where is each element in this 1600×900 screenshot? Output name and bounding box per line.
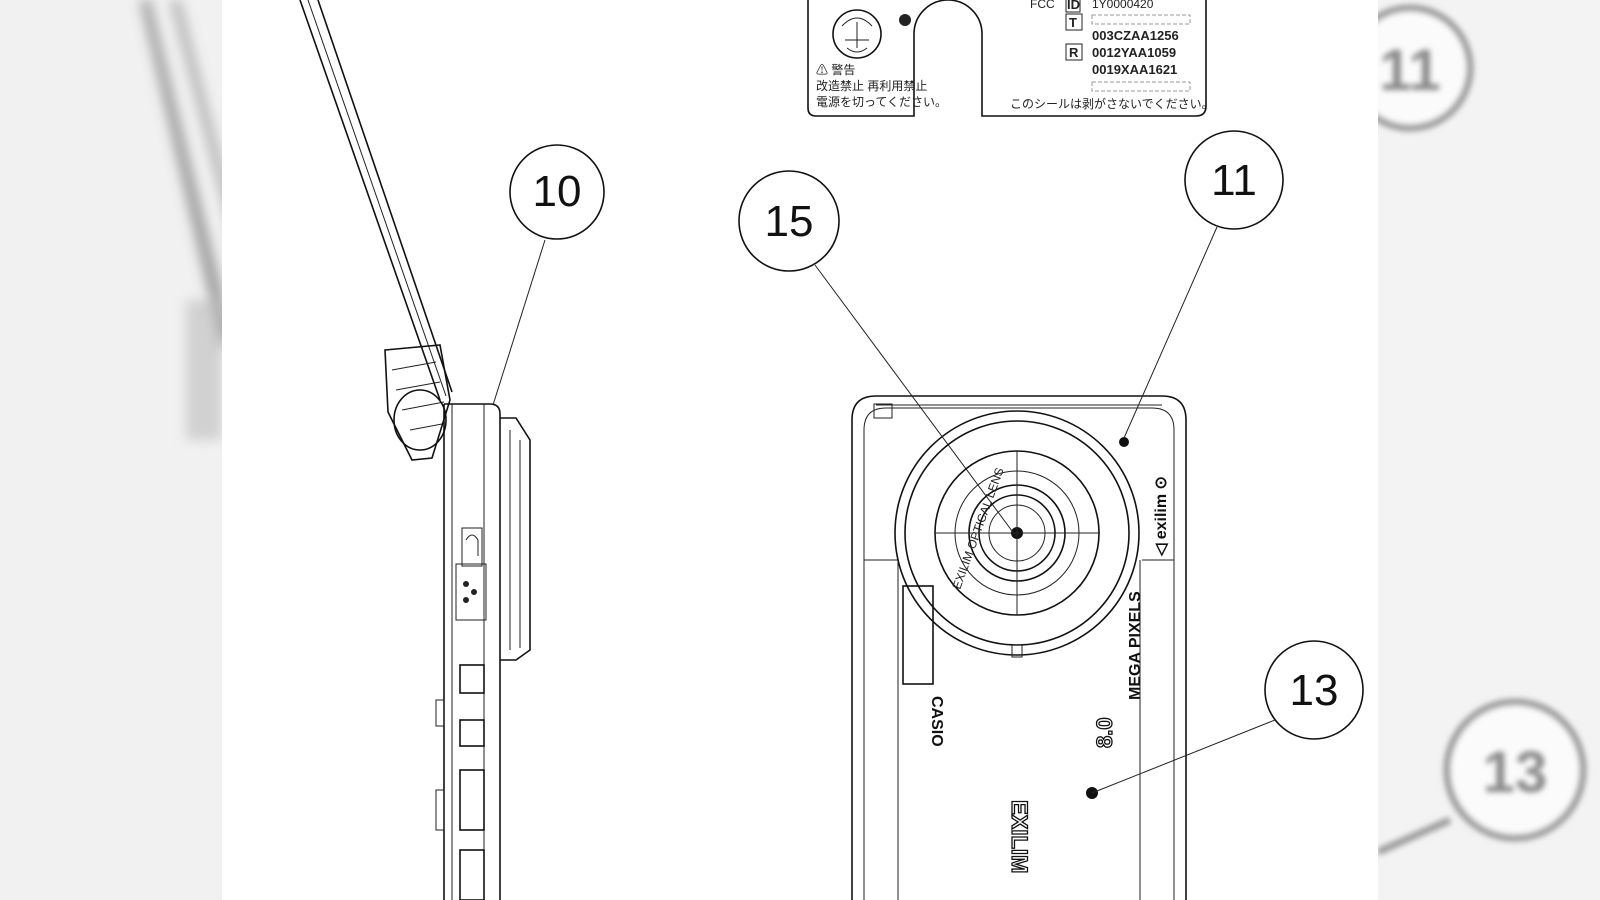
r-mark: R — [1069, 45, 1079, 60]
warning-line-3: 電源を切ってください。 — [816, 95, 947, 109]
placeholder-code-row-2 — [1091, 81, 1191, 92]
callout-13-label: 13 — [1290, 666, 1339, 715]
callout-15: 15 — [738, 170, 840, 272]
fcc-label: FCC — [1030, 0, 1055, 11]
megapixels-unit: MEGA PIXELS — [1127, 591, 1144, 700]
callout-10-label: 10 — [533, 167, 582, 216]
t-mark: T — [1069, 15, 1077, 30]
placeholder-code-row — [1091, 14, 1191, 25]
callout-13: 13 — [1264, 640, 1364, 740]
callout-15-label: 15 — [765, 197, 814, 246]
certification-mark-icon — [832, 9, 882, 59]
label-plate: ⚠ 警告 改造禁止 再利用禁止 電源を切ってください。 FCC ID 1Y000… — [807, 0, 1214, 117]
model-name: EXILIM — [1007, 800, 1032, 873]
id-value: 1Y0000420 — [1092, 0, 1154, 11]
id-mark: ID — [1067, 0, 1080, 12]
hinge — [393, 389, 447, 451]
callout-10: 10 — [509, 144, 605, 240]
right-blurred-panel: 11 13 — [1346, 0, 1600, 900]
sensor-dot — [1119, 437, 1129, 447]
side-brand-text: ◁ exilim ⊙ — [1153, 476, 1170, 557]
registered-mark-icon — [899, 14, 911, 26]
brand-name: CASIO — [928, 696, 945, 747]
bottom-note: このシールは剥がさないでください。 — [1010, 96, 1214, 111]
warning-line-2: 改造禁止 再利用禁止 — [816, 79, 927, 93]
extra-code: 0019XAA1621 — [1092, 62, 1177, 77]
r-code: 0012YAA1059 — [1092, 45, 1176, 60]
blurred-callout-13: 13 — [1483, 740, 1548, 805]
callout-11: 11 — [1184, 130, 1284, 230]
megapixels-value: 8.0 — [1092, 717, 1117, 748]
callout-11-label: 11 — [1211, 156, 1257, 205]
warning-line-1: ⚠ 警告 — [816, 62, 855, 77]
blurred-callout-11: 11 — [1379, 38, 1440, 103]
left-blurred-panel — [0, 0, 245, 900]
side-keys — [435, 527, 487, 900]
phone-side-view — [299, 0, 546, 900]
t-code: 003CZAA1256 — [1092, 28, 1179, 43]
